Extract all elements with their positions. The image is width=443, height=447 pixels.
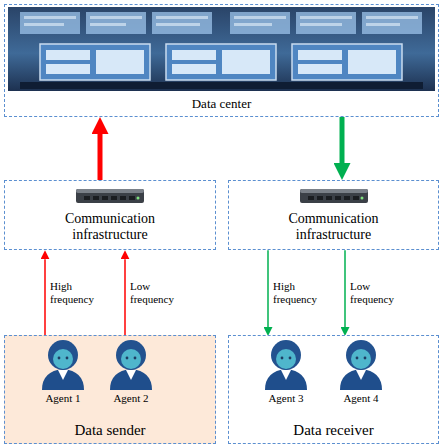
- agent-node: Agent 2: [101, 336, 161, 405]
- node-label: Data receiver: [229, 422, 438, 439]
- flow-arrow: [98, 134, 103, 180]
- edge-label: High frequency: [49, 280, 107, 306]
- flow-arrow: [340, 117, 345, 163]
- flow-arrow: [267, 250, 269, 327]
- infrastructure-box: Communication infrastructure: [4, 180, 216, 250]
- node-label: Data sender: [5, 422, 215, 439]
- agent-icon: [256, 336, 316, 391]
- switch-icon: [74, 184, 146, 208]
- flow-arrow: [344, 250, 346, 327]
- flow-arrow: [44, 259, 46, 336]
- node-label: Communication infrastructure: [50, 211, 170, 243]
- infrastructure-box: Communication infrastructure: [228, 180, 439, 250]
- node-label: Data center: [5, 97, 438, 112]
- edge-label: High frequency: [272, 280, 330, 306]
- node-label: Communication infrastructure: [274, 211, 394, 243]
- receiver-group: Data receiver Agent 3 Agent 4: [228, 335, 439, 444]
- switch-icon: [298, 184, 370, 208]
- agent-icon: [331, 336, 391, 391]
- agent-node: Agent 4: [331, 336, 391, 405]
- agent-icon: [101, 336, 161, 391]
- agent-icon: [33, 336, 93, 391]
- edge-label: Low frequency: [129, 280, 187, 306]
- node-label: Agent 1: [33, 392, 93, 405]
- edge-label: Low frequency: [349, 280, 407, 306]
- agent-node: Agent 1: [33, 336, 93, 405]
- node-label: Agent 2: [101, 392, 161, 405]
- flow-arrow: [124, 259, 126, 336]
- data-center-box: Data center: [4, 4, 439, 117]
- node-label: Agent 4: [331, 392, 391, 405]
- agent-node: Agent 3: [256, 336, 316, 405]
- sender-group: Data sender Agent 1 Agent 2: [4, 335, 216, 444]
- node-label: Agent 3: [256, 392, 316, 405]
